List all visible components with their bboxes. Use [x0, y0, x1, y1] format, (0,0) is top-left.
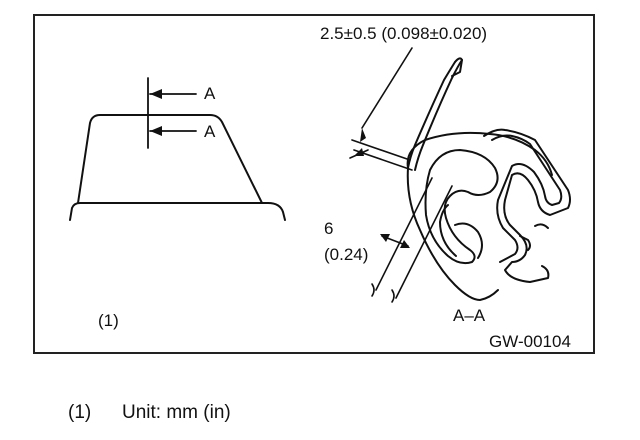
- molding-profile: [69, 114, 286, 221]
- dimension-depth-mm-label: 6: [324, 219, 334, 238]
- figure-frame: [33, 14, 595, 354]
- section-cut-marker: [147, 77, 197, 149]
- section-marker-lower: A: [204, 122, 216, 141]
- callout-number: (1): [98, 311, 119, 330]
- dimension-depth-in-label: (0.24): [324, 245, 369, 264]
- section-marker-upper: A: [204, 84, 216, 103]
- dimension-depth: [371, 177, 453, 303]
- dimension-thickness: [349, 47, 413, 171]
- legend-number: (1): [68, 402, 92, 423]
- weatherstrip-section: [406, 57, 571, 301]
- legend-text: Unit: mm (in): [122, 402, 231, 423]
- section-title: A–A: [453, 306, 486, 325]
- dimension-thickness-label: 2.5±0.5 (0.098±0.020): [320, 24, 488, 43]
- figure-id: GW-00104: [489, 332, 571, 351]
